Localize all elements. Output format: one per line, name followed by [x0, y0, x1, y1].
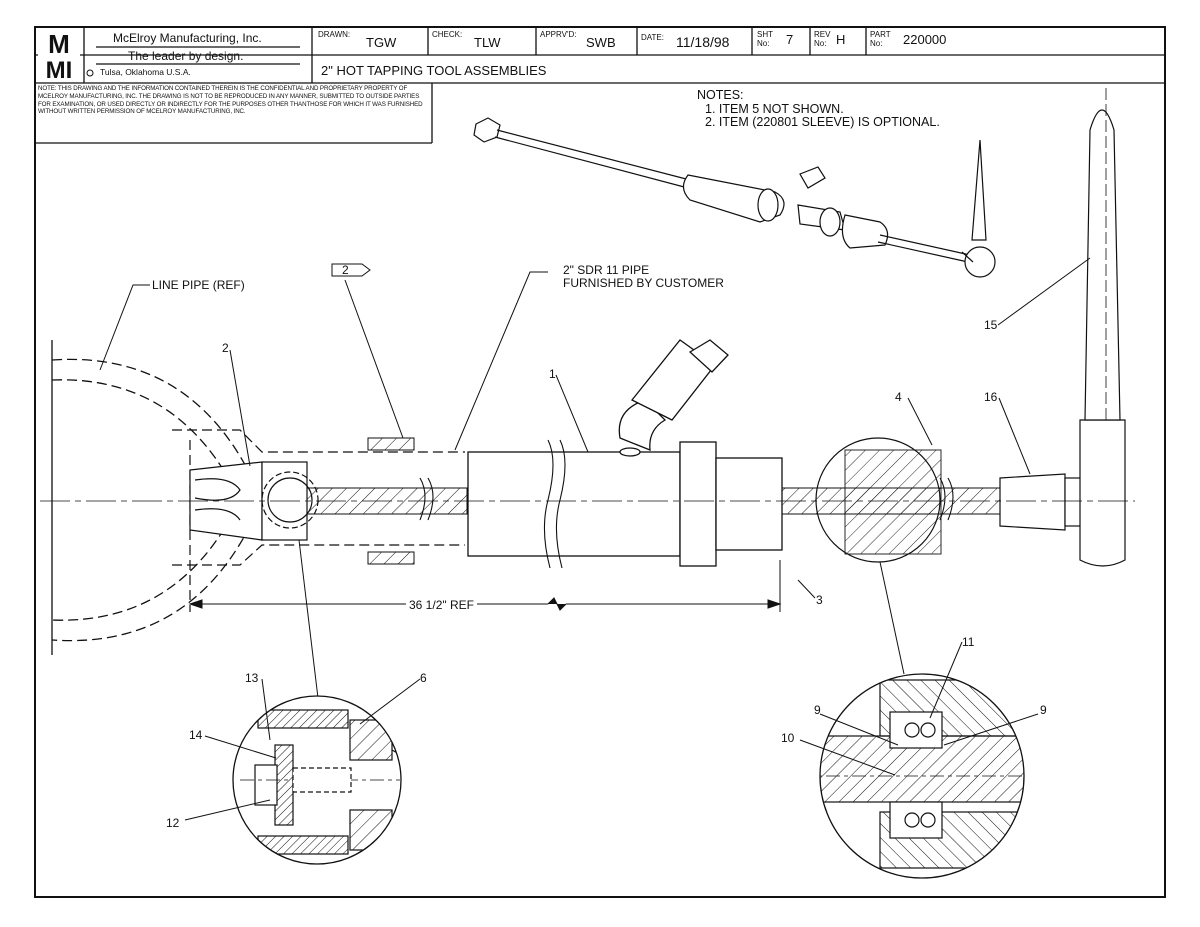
- svg-text:MI: MI: [46, 57, 73, 80]
- callout-item-3: 3: [816, 593, 823, 607]
- callout-pipe-spec-1: 2" SDR 11 PIPE: [563, 263, 650, 277]
- rev-label-top: REV: [814, 30, 831, 39]
- detail-view-left: [232, 695, 402, 865]
- callout-flag-note: 2: [342, 263, 349, 277]
- callout-item-4: 4: [895, 390, 902, 404]
- company-logo: M MI: [38, 29, 80, 84]
- drawn-value: TGW: [366, 35, 397, 50]
- rev-label-bottom: No:: [814, 39, 827, 48]
- callout-item-15: 15: [984, 318, 998, 332]
- note-item-2: 2. ITEM (220801 SLEEVE) IS OPTIONAL.: [705, 115, 940, 129]
- note-flag: [331, 263, 371, 277]
- callout-item-1: 1: [549, 367, 556, 381]
- callout-item-13: 13: [245, 671, 259, 685]
- detail-view-right: [819, 673, 1025, 879]
- part-value: 220000: [903, 32, 947, 47]
- callout-line-pipe: LINE PIPE (REF): [152, 278, 245, 292]
- check-label: CHECK:: [432, 30, 463, 39]
- drawing-title: 2" HOT TAPPING TOOL ASSEMBLIES: [321, 63, 547, 78]
- main-body: [467, 339, 783, 567]
- notes-heading: NOTES:: [697, 88, 744, 102]
- callout-item-6: 6: [420, 671, 427, 685]
- company-tagline: The leader by design.: [128, 49, 244, 63]
- apprvd-value: SWB: [586, 35, 616, 50]
- callout-item-11: 11: [962, 635, 975, 649]
- callout-item-14: 14: [189, 728, 203, 742]
- leader-lines: [99, 257, 1091, 821]
- part-label-bottom: No:: [870, 39, 883, 48]
- callout-item-16: 16: [984, 390, 998, 404]
- callout-pipe-spec-2: FURNISHED BY CUSTOMER: [563, 276, 724, 290]
- handle-assembly: [999, 109, 1126, 567]
- note-item-1: 1. ITEM 5 NOT SHOWN.: [705, 101, 844, 116]
- drawn-label: DRAWN:: [318, 30, 351, 39]
- overall-dimension: [188, 560, 782, 612]
- rev-value: H: [836, 32, 846, 47]
- callout-item-9a: 9: [814, 703, 821, 717]
- apprvd-label: APPRV'D:: [540, 30, 577, 39]
- svg-text:M: M: [48, 30, 70, 59]
- sht-value: 7: [786, 32, 794, 47]
- reference-pipe: [172, 429, 465, 612]
- sleeve-bottom: [367, 551, 415, 565]
- callout-item-2: 2: [222, 341, 229, 355]
- sleeve-top: [367, 437, 415, 451]
- check-value: TLW: [474, 35, 501, 50]
- callout-item-12: 12: [166, 816, 180, 830]
- callout-item-10: 10: [781, 731, 795, 745]
- callout-item-9b: 9: [1040, 703, 1047, 717]
- sht-label-bottom: No:: [757, 39, 770, 48]
- drawing-sheet-border: [34, 26, 1166, 898]
- confidentiality-note: NOTE: THIS DRAWING AND THE INFORMATION C…: [38, 85, 423, 116]
- isometric-view: [473, 117, 996, 278]
- notes-block: NOTES: 1. ITEM 5 NOT SHOWN. 2. ITEM (220…: [697, 88, 940, 130]
- part-label-top: PART: [870, 30, 891, 39]
- sht-label-top: SHT: [757, 30, 773, 39]
- date-label: DATE:: [641, 33, 664, 42]
- company-location: Tulsa, Oklahoma U.S.A.: [100, 67, 191, 77]
- company-name: McElroy Manufacturing, Inc.: [113, 31, 262, 45]
- date-value: 11/18/98: [676, 34, 730, 50]
- callout-dimension: 36 1/2" REF: [406, 598, 477, 612]
